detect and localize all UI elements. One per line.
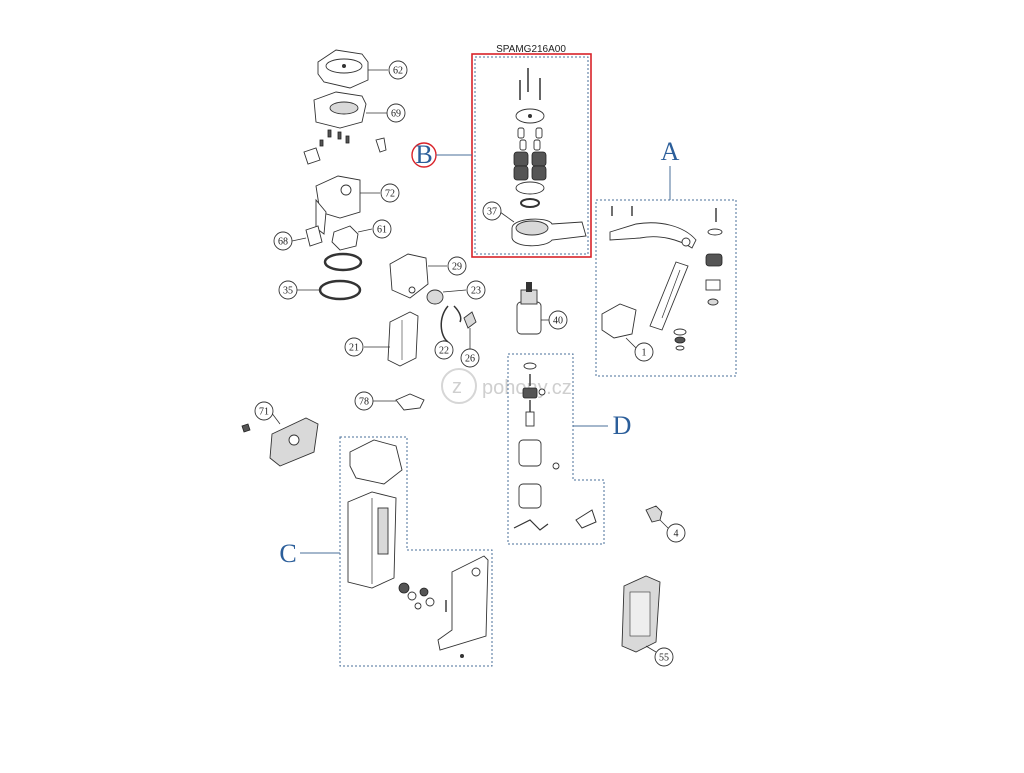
callout-4: 4 bbox=[666, 523, 686, 543]
callout-35: 35 bbox=[278, 280, 298, 300]
svg-text:D: D bbox=[613, 411, 632, 440]
callout-22: 22 bbox=[434, 340, 454, 360]
part-4[interactable] bbox=[645, 505, 669, 529]
kit-b-dashed-box bbox=[474, 56, 589, 255]
callout-68: 68 bbox=[273, 231, 293, 251]
callout-69: 69 bbox=[386, 103, 406, 123]
kit-code-label: SPAMG216A00 bbox=[496, 44, 566, 55]
part-29[interactable] bbox=[389, 253, 447, 299]
callout-37: 37 bbox=[482, 201, 502, 221]
group-d-marker[interactable]: D bbox=[573, 411, 631, 440]
callout-72: 72 bbox=[380, 183, 400, 203]
part-22[interactable] bbox=[440, 305, 462, 343]
svg-text:55: 55 bbox=[659, 653, 669, 664]
callout-40: 40 bbox=[548, 310, 568, 330]
svg-text:A: A bbox=[661, 137, 680, 166]
part-72[interactable] bbox=[315, 175, 380, 235]
svg-text:37: 37 bbox=[487, 207, 497, 218]
svg-text:29: 29 bbox=[452, 262, 462, 273]
part-71[interactable] bbox=[241, 411, 319, 467]
svg-text:26: 26 bbox=[465, 354, 475, 365]
part-61[interactable] bbox=[331, 225, 373, 251]
part-23[interactable] bbox=[426, 289, 467, 305]
part-55[interactable] bbox=[621, 575, 661, 653]
svg-text:69: 69 bbox=[391, 109, 401, 120]
callout-62: 62 bbox=[388, 60, 408, 80]
callout-78: 78 bbox=[354, 391, 374, 411]
group-b-marker[interactable]: B bbox=[411, 140, 472, 169]
callout-55: 55 bbox=[654, 647, 674, 667]
svg-text:21: 21 bbox=[349, 343, 359, 354]
group-d-box bbox=[507, 353, 605, 545]
group-a-box bbox=[595, 199, 737, 377]
svg-text:1: 1 bbox=[642, 348, 647, 359]
svg-text:68: 68 bbox=[278, 237, 288, 248]
watermark: z pohony.cz bbox=[441, 368, 572, 404]
svg-text:40: 40 bbox=[553, 316, 563, 327]
svg-text:62: 62 bbox=[393, 66, 403, 77]
ring-upper[interactable] bbox=[323, 252, 363, 272]
kit-b-parts[interactable] bbox=[499, 68, 587, 247]
svg-text:61: 61 bbox=[377, 225, 387, 236]
group-a-parts[interactable] bbox=[601, 206, 723, 351]
part-35-ring[interactable] bbox=[297, 279, 362, 301]
group-c-parts[interactable] bbox=[347, 439, 489, 658]
callout-29: 29 bbox=[447, 256, 467, 276]
part-26[interactable] bbox=[463, 311, 477, 349]
svg-text:22: 22 bbox=[439, 346, 449, 357]
part-62[interactable] bbox=[317, 49, 388, 89]
callout-23: 23 bbox=[466, 280, 486, 300]
callout-1: 1 bbox=[634, 342, 654, 362]
small-bracket-clip[interactable] bbox=[303, 137, 387, 165]
svg-text:78: 78 bbox=[359, 397, 369, 408]
part-68[interactable] bbox=[291, 225, 323, 247]
svg-text:71: 71 bbox=[259, 407, 269, 418]
svg-text:B: B bbox=[415, 140, 432, 169]
callout-71: 71 bbox=[254, 401, 274, 421]
group-c-marker[interactable]: C bbox=[279, 539, 340, 568]
part-40[interactable] bbox=[516, 282, 549, 335]
part-69[interactable] bbox=[313, 91, 388, 147]
part-78[interactable] bbox=[373, 393, 425, 411]
svg-text:C: C bbox=[279, 539, 296, 568]
group-a-marker[interactable]: A bbox=[661, 137, 680, 200]
callout-21: 21 bbox=[344, 337, 364, 357]
svg-text:23: 23 bbox=[471, 286, 481, 297]
watermark-logo-letter: z bbox=[452, 376, 462, 398]
svg-text:35: 35 bbox=[283, 286, 293, 297]
part-21[interactable] bbox=[364, 311, 419, 367]
group-c-box bbox=[339, 436, 493, 667]
group-d-parts[interactable] bbox=[513, 362, 597, 531]
callout-26: 26 bbox=[460, 348, 480, 368]
svg-text:72: 72 bbox=[385, 189, 395, 200]
svg-text:4: 4 bbox=[674, 529, 679, 540]
callout-61: 61 bbox=[372, 219, 392, 239]
